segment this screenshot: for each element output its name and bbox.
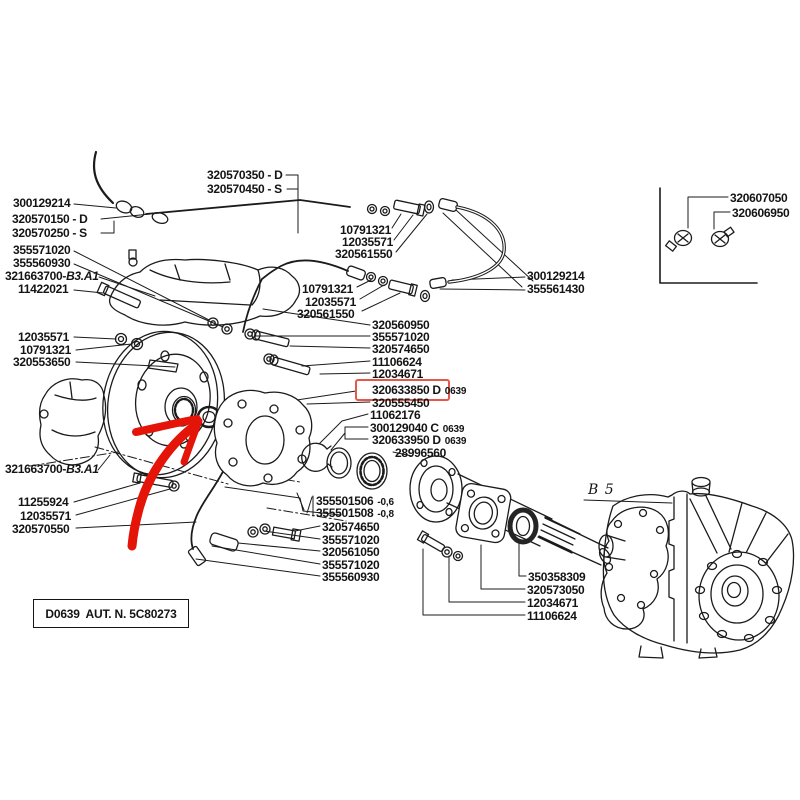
companion-flange (455, 483, 512, 544)
diff-housing (598, 476, 795, 659)
bleeder-nipple (128, 257, 138, 267)
axle-flange (409, 455, 463, 523)
bearing-race (326, 447, 352, 479)
mounting-feet (638, 645, 718, 659)
plate-bolt (254, 330, 290, 348)
brake-pipes (92, 150, 506, 567)
oil-seal (507, 507, 539, 545)
side-cover (600, 506, 669, 630)
bleeder-screws (664, 226, 735, 252)
ball-bearing (356, 452, 388, 490)
red-highlight-box (355, 379, 450, 401)
brake-pipe-long (145, 199, 351, 215)
plate-bolt (271, 356, 311, 376)
flange-bolt (420, 534, 446, 552)
shaft-splines (537, 516, 581, 554)
breather-plug (691, 476, 711, 488)
inset-corner (659, 187, 758, 284)
pad-shim (147, 359, 179, 373)
bleeder-nipple (39, 409, 49, 419)
flange-bolt-heads (694, 549, 783, 643)
housing-spine (668, 493, 688, 644)
caliper-top (96, 249, 301, 373)
brake-hose-top-left (92, 150, 115, 205)
carrier-plate (213, 328, 313, 487)
red-arrow (127, 415, 203, 551)
leader-lines (73, 174, 731, 616)
axle-assembly (409, 455, 612, 566)
support-bracket-line (224, 486, 342, 516)
brake-pipe-down (242, 259, 349, 333)
caliper-bolt (103, 285, 141, 309)
drawing-number-box: D0639 AUT. N. 5C80273 (33, 599, 189, 628)
